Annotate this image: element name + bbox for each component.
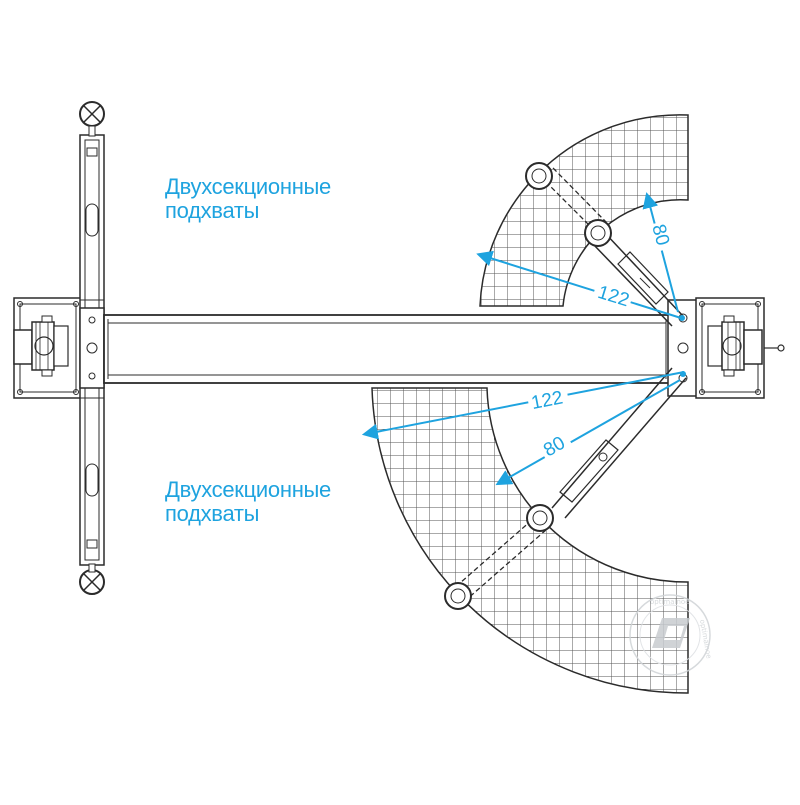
caption-top-line1: Двухсекционные: [165, 174, 331, 199]
dim-upper-long-label: 122: [595, 282, 631, 311]
caption-bottom-line1: Двухсекционные: [165, 477, 331, 502]
dim-lower-short-line: [495, 379, 681, 486]
crossbeam: [103, 314, 671, 384]
left-post: [13, 297, 83, 399]
caption-top-line2: подхваты: [165, 198, 260, 223]
upper-swing-zone: [479, 114, 689, 307]
left-top-pad: [79, 101, 105, 137]
caption-bottom: Двухсекционные подхваты: [165, 478, 331, 526]
watermark-text-side: optimalnoe: [698, 619, 713, 659]
right-post: [695, 297, 785, 399]
caption-top: Двухсекционные подхваты: [165, 175, 331, 223]
left-bottom-pad: [79, 563, 105, 595]
lower-right-arm: [444, 367, 687, 610]
dim-upper-long-line: [476, 250, 682, 319]
caption-bottom-line2: подхваты: [165, 501, 260, 526]
lower-swing-zone: [371, 387, 689, 694]
watermark-text-top: optimalnoe: [650, 598, 690, 606]
left-arms: [79, 101, 105, 595]
upper-right-arm: [525, 162, 684, 327]
watermark-logo: optimalnoe optimalnoe: [629, 594, 713, 676]
